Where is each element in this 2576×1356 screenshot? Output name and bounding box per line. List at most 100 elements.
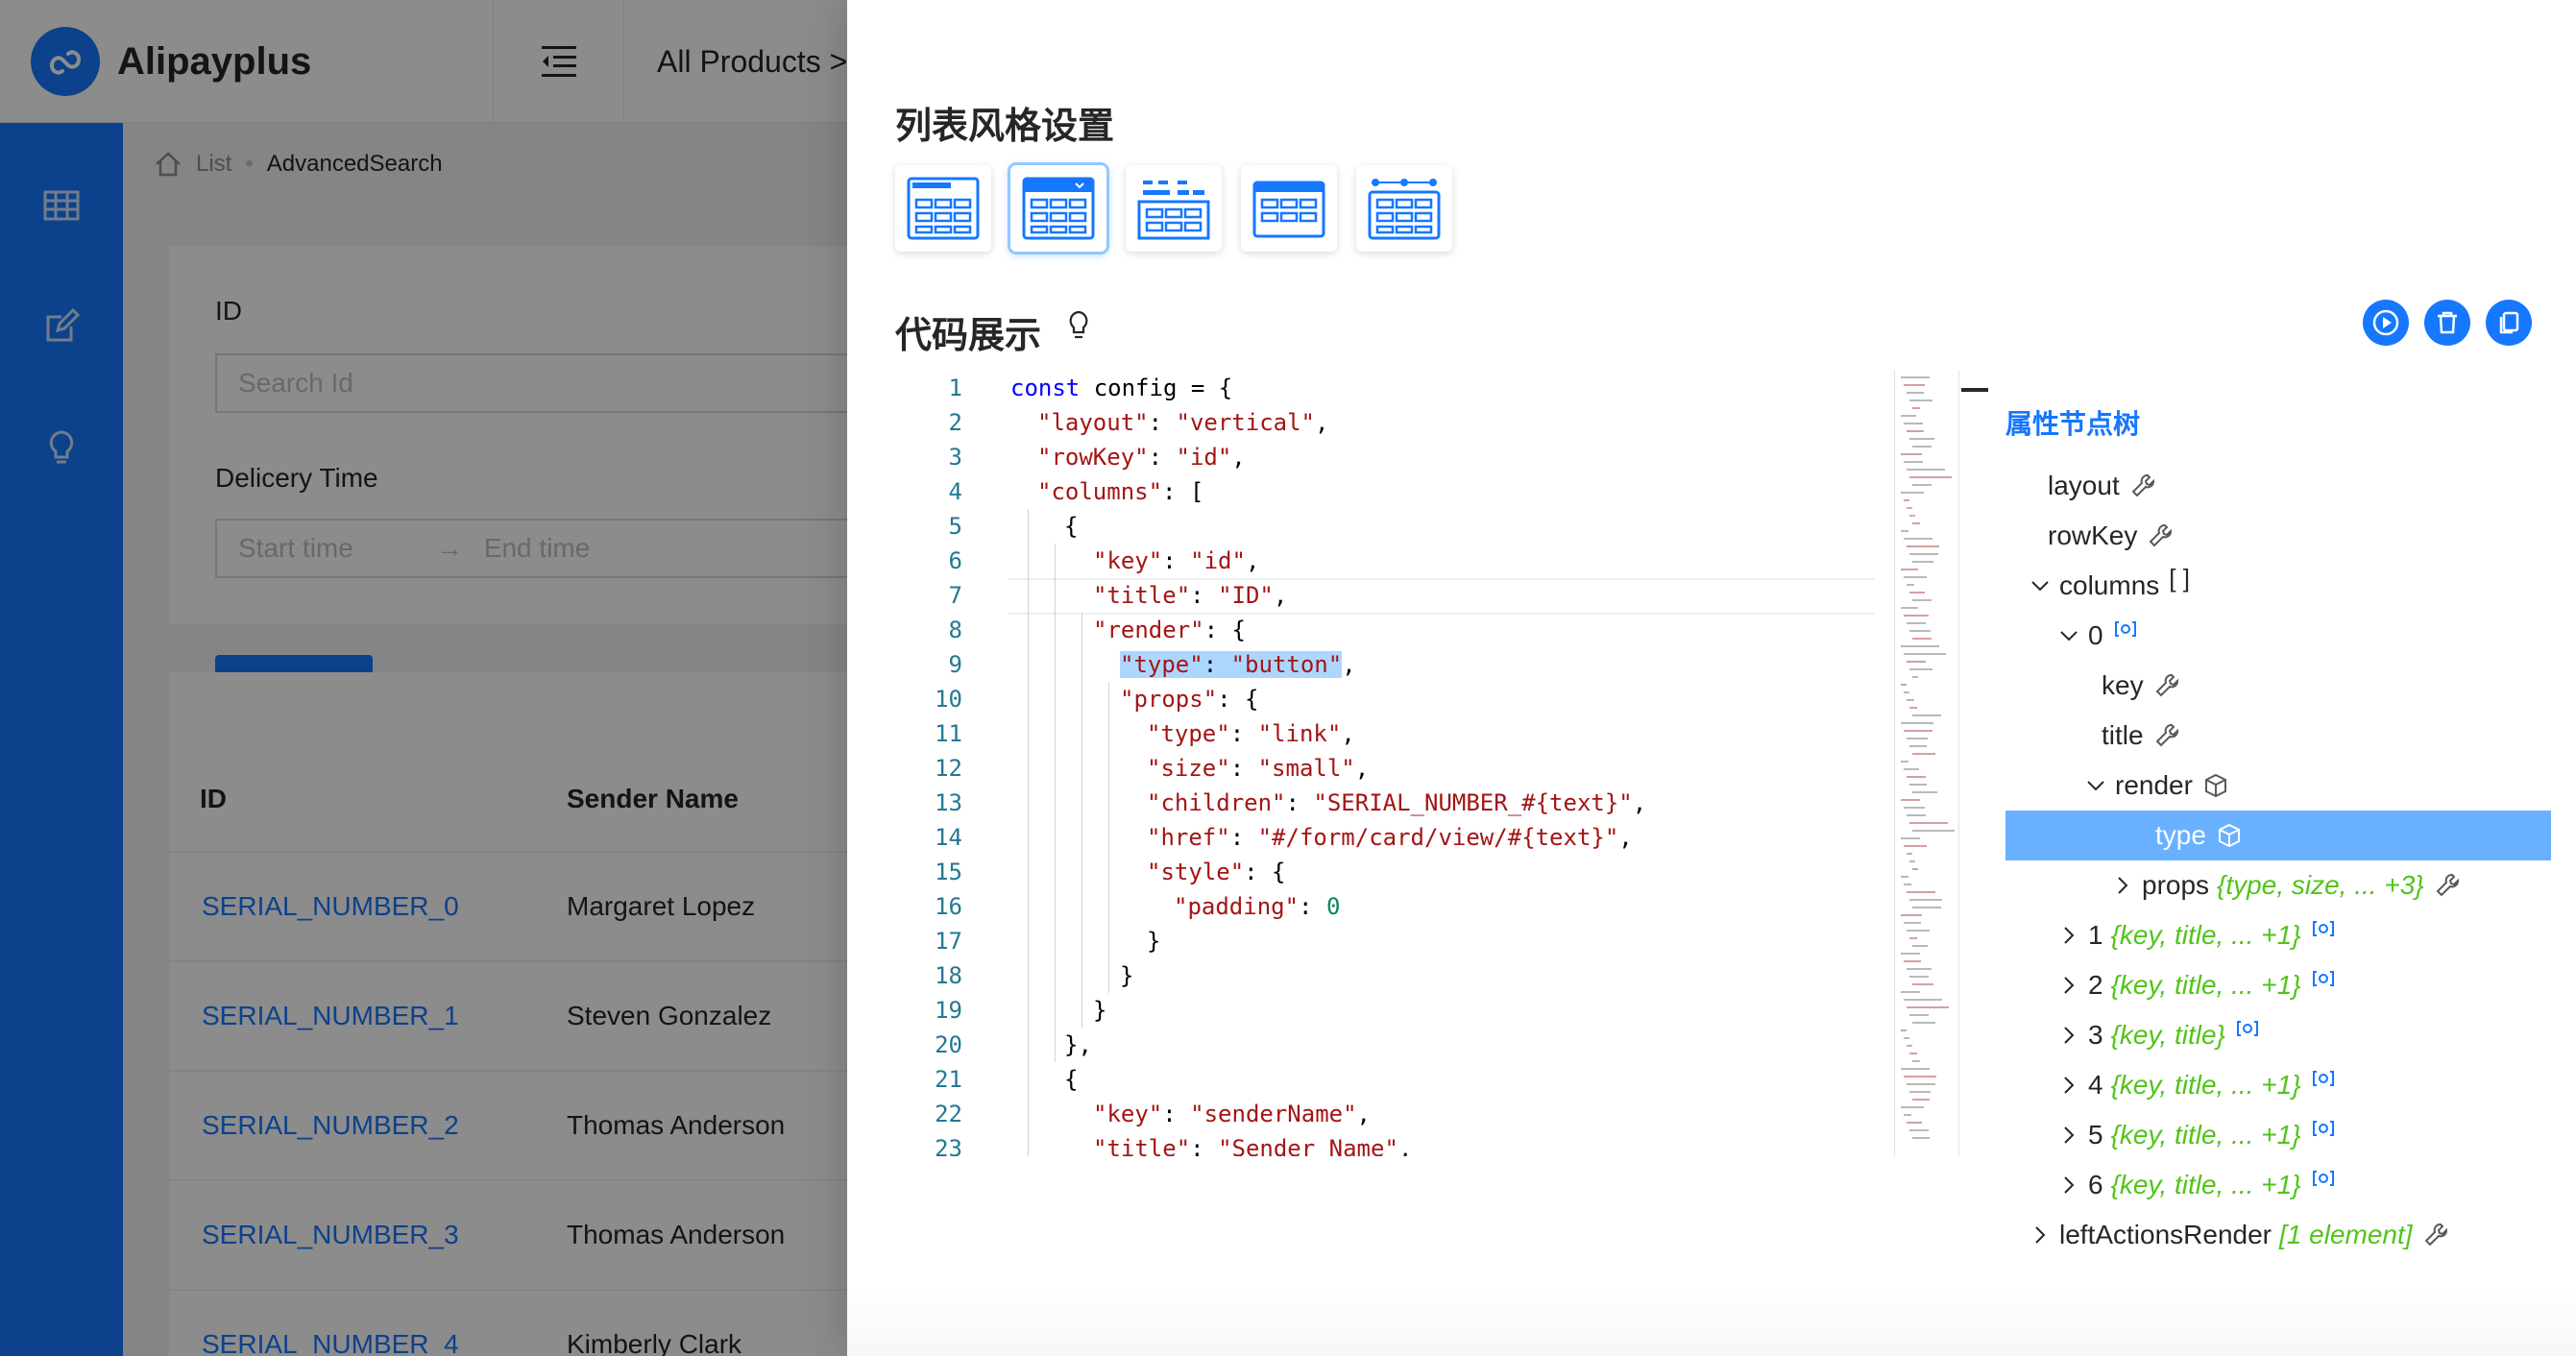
- run-button[interactable]: [2363, 300, 2409, 346]
- tree-node-item[interactable]: 4 {key, title, ... +1}: [2057, 1060, 2336, 1110]
- minimap-line: [1907, 891, 1935, 893]
- tree-node-item[interactable]: 5 {key, title, ... +1}: [2057, 1110, 2336, 1160]
- line-number: 18: [935, 962, 962, 989]
- line-number: 12: [935, 755, 962, 782]
- delete-button[interactable]: [2424, 300, 2470, 346]
- breadcrumb-current: AdvancedSearch: [266, 151, 443, 177]
- collapse-handle[interactable]: [1961, 388, 1988, 392]
- line-number: 7: [948, 582, 962, 609]
- menu-fold-button[interactable]: [494, 0, 624, 123]
- chevron-right-icon[interactable]: [2057, 1174, 2080, 1197]
- minimap-line: [1907, 1045, 1912, 1047]
- indent-guide: [1108, 682, 1109, 993]
- code-minimap[interactable]: [1894, 371, 1959, 1156]
- line-number: 6: [948, 547, 962, 574]
- code-line: "href": "#/form/card/view/#{text}",: [1147, 824, 1633, 851]
- style-option-2[interactable]: [1010, 165, 1106, 252]
- minimap-line: [1909, 860, 1915, 862]
- tree-node-props[interactable]: props {type, size, ... +3}: [2111, 860, 2461, 910]
- code-line: },: [1064, 1031, 1092, 1058]
- tree-node-left-actions-render[interactable]: leftActionsRender [1 element]: [2029, 1210, 2449, 1260]
- row-id-link[interactable]: SERIAL_NUMBER_0: [202, 891, 459, 921]
- breadcrumb-list[interactable]: List: [196, 151, 232, 177]
- minimap-line: [1909, 592, 1925, 593]
- bulb-icon[interactable]: [1064, 309, 1093, 342]
- minimap-line: [1904, 999, 1942, 1001]
- code-line: {: [1064, 1066, 1079, 1093]
- style-option-3[interactable]: [1126, 165, 1222, 252]
- tree-node-item[interactable]: 1 {key, title, ... +1}: [2057, 910, 2336, 960]
- all-products-menu[interactable]: All Products >: [657, 43, 848, 79]
- row-id-link[interactable]: SERIAL_NUMBER_3: [202, 1220, 459, 1249]
- minimap-line: [1912, 599, 1932, 601]
- chevron-down-icon[interactable]: [2029, 574, 2052, 597]
- minimap-line: [1909, 553, 1938, 555]
- delivery-time-range-picker[interactable]: Start time → End time: [215, 519, 880, 578]
- row-id-link[interactable]: SERIAL_NUMBER_4: [202, 1329, 459, 1356]
- form-edit-icon[interactable]: [38, 303, 85, 350]
- tree-node-title[interactable]: title: [2102, 711, 2180, 761]
- chevron-right-icon[interactable]: [2057, 1074, 2080, 1097]
- home-icon[interactable]: [154, 150, 182, 179]
- column-header-id[interactable]: ID: [200, 784, 227, 813]
- minimap-line: [1901, 876, 1908, 878]
- minimap-line: [1912, 446, 1932, 448]
- minimap-line: [1904, 922, 1921, 924]
- tree-node-type-selected[interactable]: type: [2005, 811, 2551, 860]
- chevron-right-icon[interactable]: [2057, 974, 2080, 997]
- chevron-down-icon[interactable]: [2057, 624, 2080, 647]
- bulb-icon[interactable]: [38, 424, 85, 471]
- minimap-line: [1901, 453, 1922, 455]
- copy-button[interactable]: [2486, 300, 2532, 346]
- row-id-link[interactable]: SERIAL_NUMBER_1: [202, 1001, 459, 1030]
- minimap-line: [1909, 976, 1929, 978]
- tree-node-rowkey[interactable]: rowKey: [2048, 511, 2174, 561]
- minimap-line: [1909, 476, 1952, 478]
- minimap-line: [1907, 622, 1926, 624]
- minimap-line: [1907, 1122, 1922, 1124]
- search-id-input[interactable]: Search Id: [215, 353, 880, 413]
- code-line: }: [1120, 962, 1134, 989]
- chevron-down-icon[interactable]: [2084, 774, 2107, 797]
- column-header-sender-name[interactable]: Sender Name: [567, 784, 739, 813]
- wrench-icon: [2131, 474, 2154, 497]
- drawer-mask[interactable]: [0, 0, 847, 1356]
- code-line-selected: "type": "button",: [1120, 651, 1356, 678]
- row-sender: Thomas Anderson: [567, 1110, 786, 1140]
- chevron-right-icon[interactable]: [2111, 874, 2134, 897]
- minimap-line: [1904, 653, 1946, 655]
- chevron-right-icon[interactable]: [2029, 1223, 2052, 1247]
- chevron-right-icon[interactable]: [2057, 1024, 2080, 1047]
- minimap-line: [1912, 868, 1918, 870]
- data-table: ID Sender Name SERIAL_NUMBER_0 Margaret …: [169, 672, 880, 1356]
- style-option-5[interactable]: [1356, 165, 1452, 252]
- code-line: "props": {: [1120, 686, 1259, 713]
- style-option-1[interactable]: [895, 165, 991, 252]
- minimap-line: [1912, 753, 1935, 755]
- chevron-right-icon[interactable]: [2057, 924, 2080, 947]
- tree-node-key[interactable]: key: [2102, 661, 2180, 711]
- brand[interactable]: Alipayplus: [0, 0, 494, 123]
- tree-node-render[interactable]: render: [2084, 761, 2229, 811]
- tree-node-item[interactable]: 2 {key, title, ... +1}: [2057, 960, 2336, 1010]
- minimap-line: [1907, 545, 1939, 547]
- style-option-4[interactable]: [1241, 165, 1337, 252]
- tree-node-item-0[interactable]: 0: [2057, 611, 2138, 661]
- line-number: 5: [948, 513, 962, 540]
- chevron-right-icon[interactable]: [2057, 1124, 2080, 1147]
- line-number: 22: [935, 1101, 962, 1127]
- tree-node-item[interactable]: 6 {key, title, ... +1}: [2057, 1160, 2336, 1210]
- minimap-line: [1912, 791, 1937, 793]
- code-line: "padding": 0: [1174, 893, 1341, 920]
- minimap-line: [1904, 884, 1911, 885]
- table-icon[interactable]: [38, 182, 85, 229]
- tree-node-columns[interactable]: columns [ ]: [2029, 561, 2190, 611]
- wrench-icon: [2155, 674, 2178, 697]
- code-line: "layout": "vertical",: [1037, 409, 1329, 436]
- tree-node-layout[interactable]: layout: [2048, 461, 2156, 511]
- menu-fold-icon: [541, 46, 576, 77]
- row-id-link[interactable]: SERIAL_NUMBER_2: [202, 1110, 459, 1140]
- tree-node-item[interactable]: 3 {key, title}: [2057, 1010, 2260, 1060]
- cube-icon: [2204, 773, 2226, 798]
